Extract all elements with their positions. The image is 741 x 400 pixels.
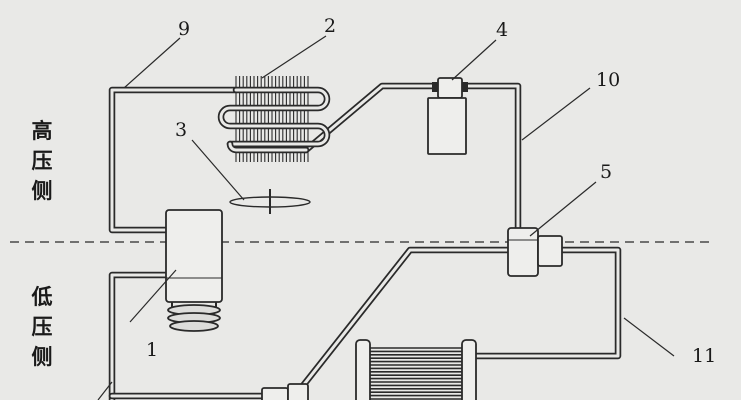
pipe-condenser-to-drier [302, 82, 436, 154]
callout-3: 3 [175, 119, 187, 141]
callout-4: 4 [496, 19, 508, 41]
condenser [217, 76, 331, 162]
leader-lines [97, 35, 675, 400]
callout-1: 1 [146, 339, 158, 361]
pipe-5-to-evaporator [294, 246, 514, 396]
pipe-10 [462, 82, 522, 232]
bottom-fitting [261, 383, 309, 400]
pipe-11 [466, 246, 622, 360]
callout-9: 9 [178, 18, 190, 40]
callout-2: 2 [324, 15, 336, 37]
callout-5: 5 [600, 161, 612, 183]
drier-filter [427, 77, 468, 155]
pipe-suction [108, 271, 174, 400]
condenser-fan [229, 189, 311, 214]
low-pressure-side-label: 低压侧 [31, 285, 53, 369]
callout-11: 11 [692, 345, 716, 367]
high-pressure-side-label: 高压侧 [31, 119, 53, 203]
evaporator [355, 339, 477, 400]
compressor [165, 209, 223, 332]
evaporator-coil [370, 347, 462, 400]
expansion-valve [507, 227, 563, 277]
pipe-9 [108, 86, 240, 234]
callout-10: 10 [596, 69, 620, 91]
